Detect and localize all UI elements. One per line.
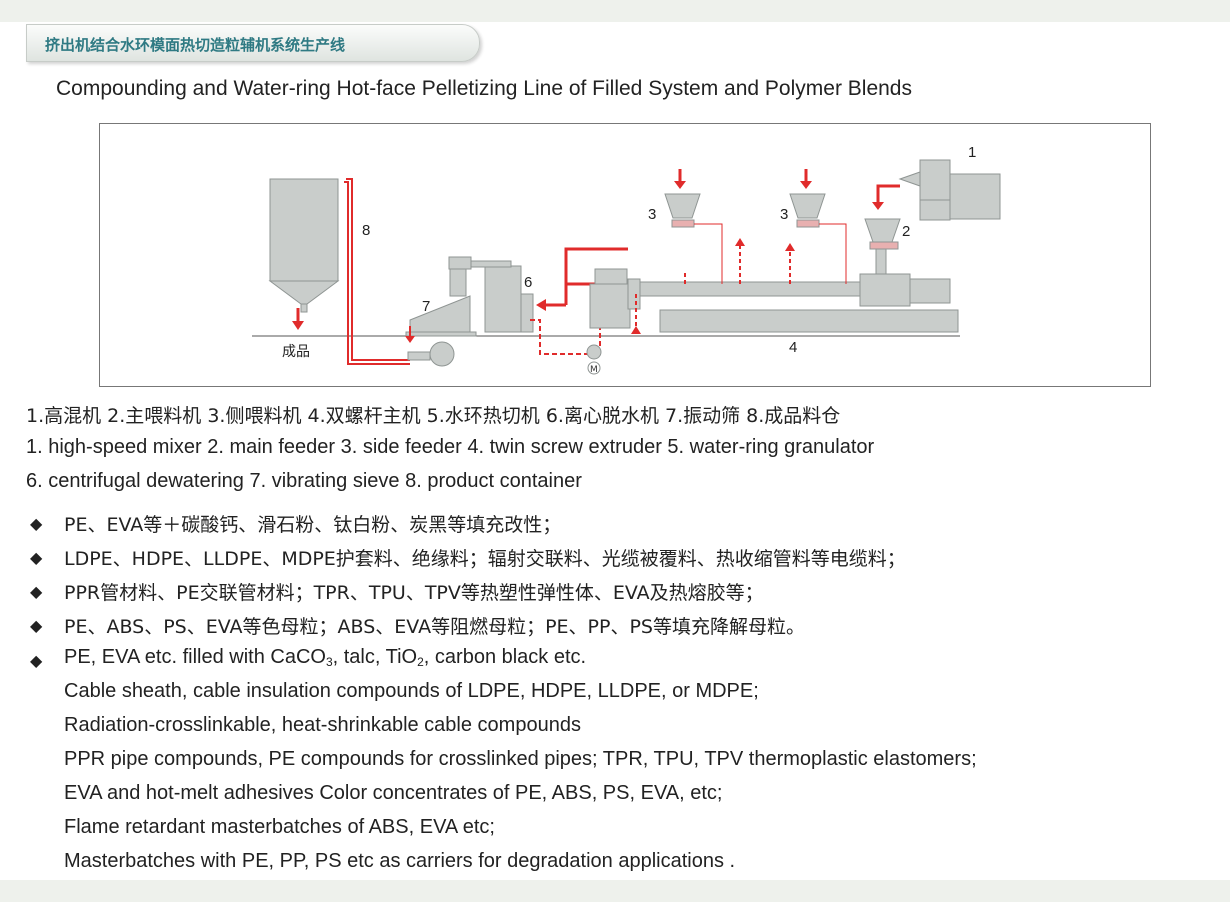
- legend-cn: 1.高混机 2.主喂料机 3.侧喂料机 4.双螺杆主机 5.水环热切机 6.离心…: [26, 405, 841, 427]
- top-band: [0, 0, 1230, 22]
- twin-screw-extruder: [639, 273, 959, 333]
- bullet-en-first: PE, EVA etc. filled with CaCO3, talc, Ti…: [64, 646, 587, 669]
- label-1: 1: [968, 144, 976, 161]
- label-3a: 3: [648, 206, 656, 223]
- conveying-line: [346, 178, 410, 361]
- bottom-band: [0, 880, 1230, 902]
- process-diagram: M: [99, 123, 1151, 387]
- bullet-icon: ◆: [30, 653, 43, 670]
- motor-label: M: [590, 365, 598, 375]
- label-2: 2: [902, 223, 910, 240]
- legend-en-2: 6. centrifugal dewatering 7. vibrating s…: [26, 470, 582, 492]
- bullet-cn-3: PPR管材料、PE交联管材料；TPR、TPU、TPV等热塑性弹性体、EVA及热熔…: [64, 582, 764, 604]
- product-silo: [268, 178, 340, 313]
- bullet-icon: ◆: [30, 618, 43, 635]
- subtitle: Compounding and Water-ring Hot-face Pell…: [56, 77, 912, 100]
- side-feeder-b: [789, 193, 826, 228]
- title-tab: 挤出机结合水环模面热切造粒辅机系统生产线: [26, 24, 480, 62]
- legend-en-1: 1. high-speed mixer 2. main feeder 3. si…: [26, 436, 875, 458]
- bullet-en-line: Flame retardant masterbatches of ABS, EV…: [64, 816, 495, 838]
- vibrating-sieve: [405, 263, 477, 337]
- label-6: 6: [524, 274, 532, 291]
- side-feeder-a: [664, 193, 701, 228]
- main-feeder: [864, 218, 901, 275]
- bullet-en-line: Radiation-crosslinkable, heat-shrinkable…: [64, 714, 581, 736]
- bullet-icon: ◆: [30, 550, 43, 567]
- label-7: 7: [422, 298, 430, 315]
- label-4: 4: [789, 339, 797, 356]
- blower: [407, 341, 455, 367]
- bullet-cn-2: LDPE、HDPE、LLDPE、MDPE护套料、绝缘料；辐射交联料、光缆被覆料、…: [64, 548, 906, 570]
- bullet-en-line: EVA and hot-melt adhesives Color concent…: [64, 782, 723, 804]
- centrifugal-dryer: [448, 256, 534, 333]
- bullet-icon: ◆: [30, 516, 43, 533]
- bullet-icon: ◆: [30, 584, 43, 601]
- label-3b: 3: [780, 206, 788, 223]
- page-title: 挤出机结合水环模面热切造粒辅机系统生产线: [45, 36, 346, 54]
- high-speed-mixer: [898, 159, 1001, 221]
- bullet-en-line: PPR pipe compounds, PE compounds for cro…: [64, 748, 977, 770]
- product-label: 成品: [282, 344, 310, 360]
- bullet-cn-4: PE、ABS、PS、EVA等色母粒；ABS、EVA等阻燃母粒；PE、PP、PS等…: [64, 616, 805, 638]
- bullet-en-line: Masterbatches with PE, PP, PS etc as car…: [64, 850, 736, 872]
- water-ring-pelletizer: [589, 268, 641, 329]
- bullet-en-line: Cable sheath, cable insulation compounds…: [64, 680, 759, 702]
- bullet-cn-1: PE、EVA等＋碳酸钙、滑石粉、钛白粉、炭黑等填充改性；: [64, 514, 562, 536]
- label-8: 8: [362, 222, 370, 239]
